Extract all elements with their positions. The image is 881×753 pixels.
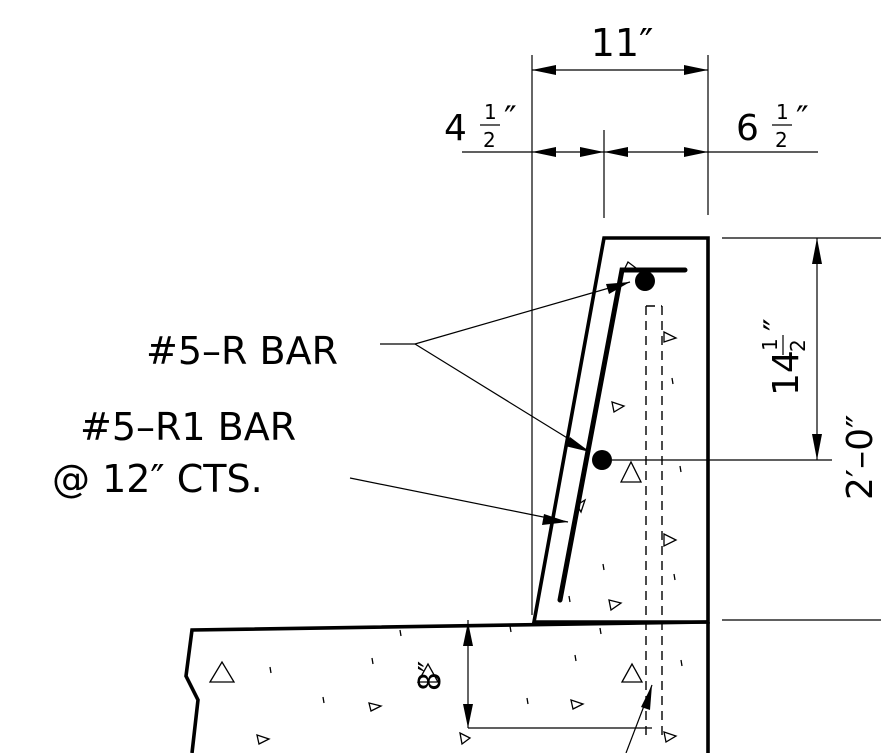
dimension-6-half-label: 6 1 2 ″: [736, 99, 809, 152]
label-5-r1-bar: #5–R1 BAR: [80, 405, 296, 449]
svg-text:1: 1: [776, 100, 789, 124]
svg-text:6: 6: [736, 108, 759, 149]
dimension-heights: 14 1 2 ″ 2′–0″: [612, 237, 881, 621]
slab-section: 8″: [184, 620, 710, 753]
svg-text:″: ″: [504, 99, 517, 139]
dimension-2-0-label: 2′–0″: [840, 415, 881, 500]
svg-text:4: 4: [444, 108, 467, 149]
svg-text:1: 1: [484, 100, 497, 124]
dimension-split-widths: 4 1 2 ″ 6 1 2 ″: [444, 99, 818, 218]
svg-text:2: 2: [483, 128, 496, 152]
label-5-r-bar: #5–R BAR: [146, 329, 338, 373]
svg-text:14: 14: [766, 350, 807, 396]
dimension-11-label: 11″: [591, 21, 654, 65]
r-bar-mid: [592, 450, 612, 470]
dimension-14-half-label: 14 1 2 ″: [757, 318, 810, 396]
concrete-hatch: [208, 261, 683, 746]
r-bar-top: [635, 271, 655, 291]
dimension-8-label: 8″: [413, 661, 448, 691]
svg-text:″: ″: [796, 99, 809, 139]
svg-text:2: 2: [775, 128, 788, 152]
dimension-overall-width: 11″: [531, 21, 709, 615]
svg-text:″: ″: [757, 318, 797, 331]
dimension-4-half-label: 4 1 2 ″: [444, 99, 517, 152]
svg-text:1: 1: [758, 338, 782, 351]
label-spacing: @ 12″ CTS.: [52, 457, 263, 501]
reinforcement: [557, 267, 688, 603]
svg-text:2: 2: [786, 339, 810, 352]
callouts: #5–R BAR #5–R1 BAR @ 12″ CTS.: [52, 281, 653, 753]
